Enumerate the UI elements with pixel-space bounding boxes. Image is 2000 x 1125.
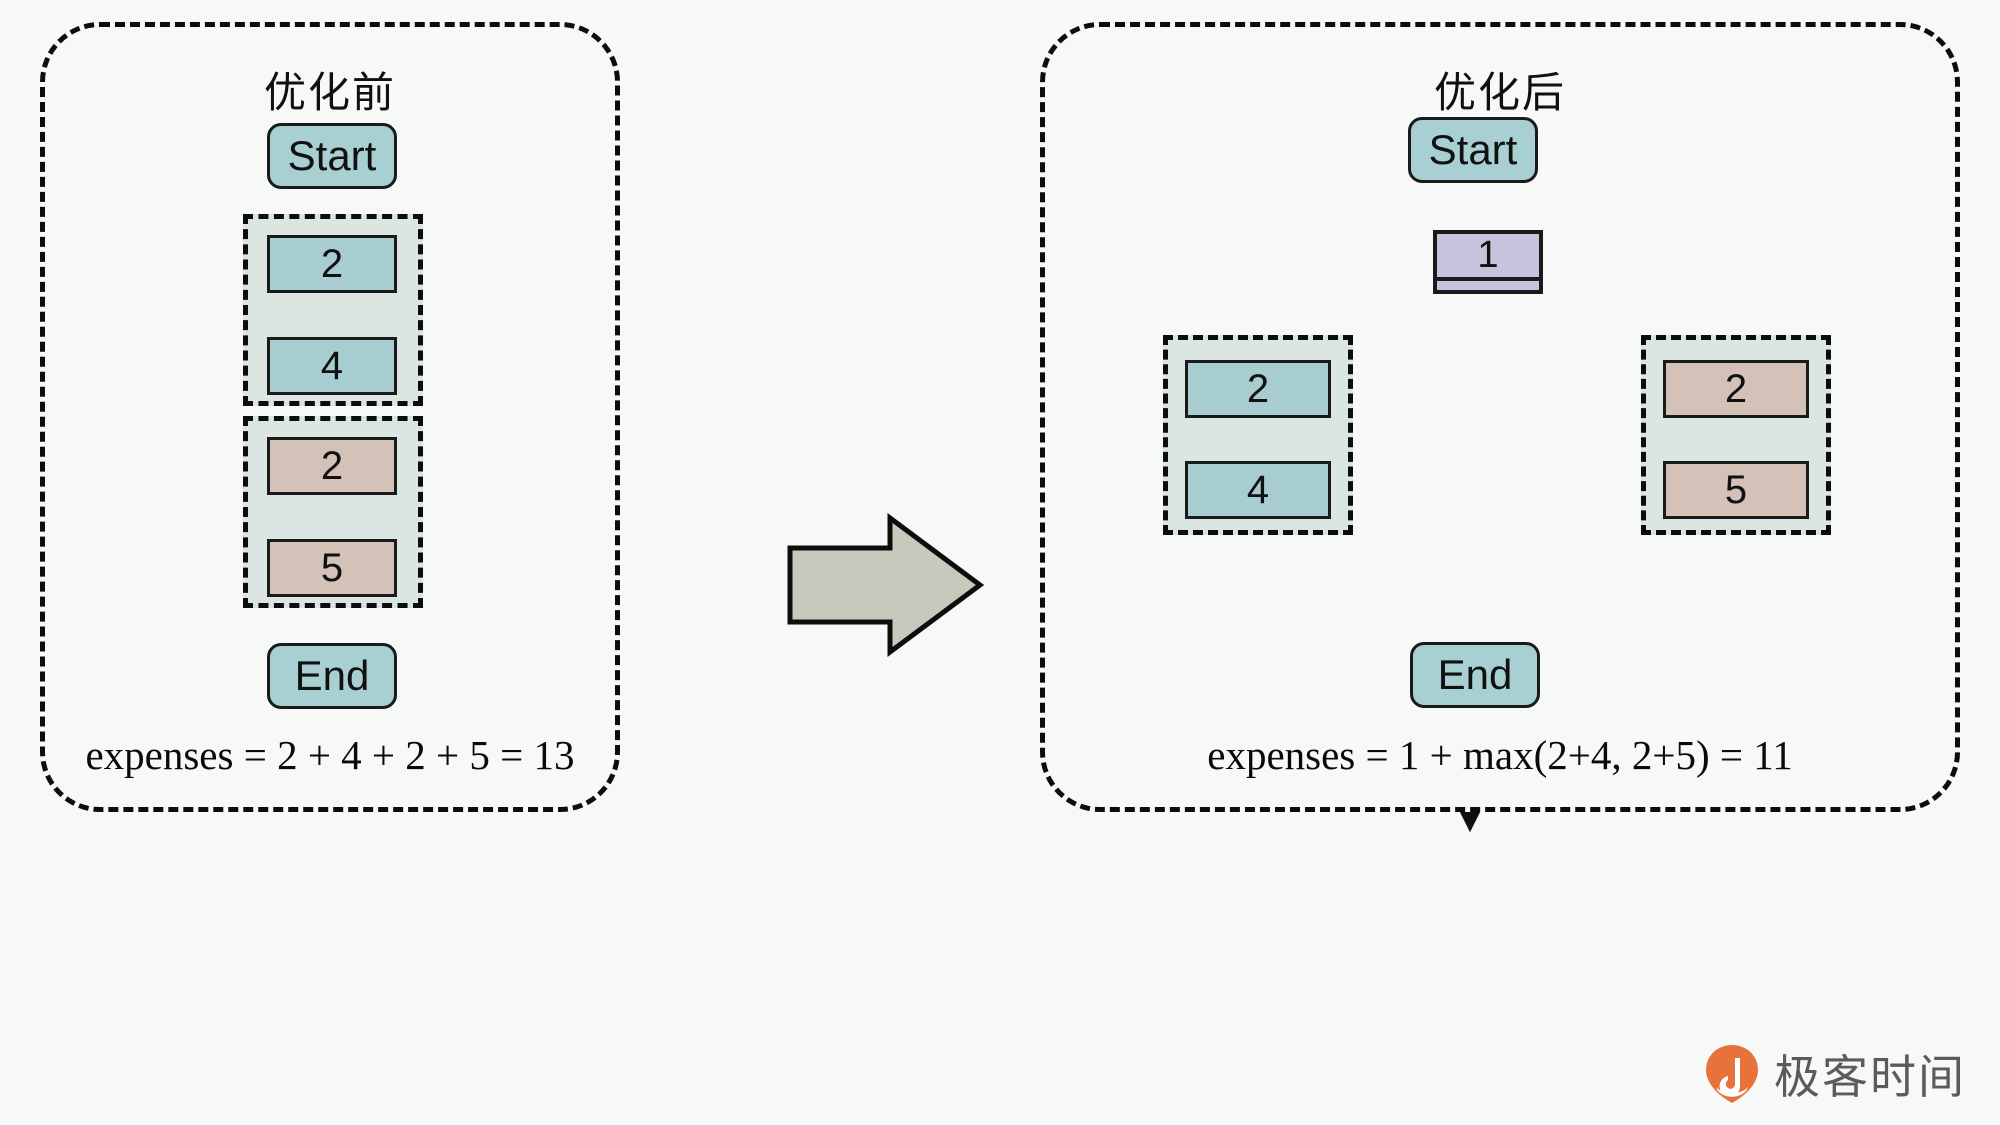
node-before-g0-0[interactable]: 2 (267, 235, 397, 293)
node-fork-lower-half (1437, 281, 1539, 290)
watermark-text: 极客时间 (1774, 1050, 1966, 1104)
node-end-before[interactable]: End (267, 643, 397, 709)
node-before-g0-1[interactable]: 4 (267, 337, 397, 395)
panel-before-optimization: 优化前 Start 2 4 2 5 End expenses = 2 + 4 +… (40, 22, 620, 812)
formula-after: expenses = 1 + max(2+4, 2+5) = 11 (1207, 732, 1793, 778)
node-before-g1-0[interactable]: 2 (267, 437, 397, 495)
watermark: 极客时间 (1704, 1041, 1966, 1107)
geektime-logo-icon (1706, 1045, 1758, 1103)
node-end-after[interactable]: End (1410, 642, 1540, 708)
panel-before-title: 优化前 (263, 68, 396, 117)
node-after-bl-1[interactable]: 4 (1185, 461, 1331, 519)
node-after-br-1[interactable]: 5 (1663, 461, 1809, 519)
node-after-br-0[interactable]: 2 (1663, 360, 1809, 418)
node-start-after[interactable]: Start (1408, 117, 1538, 183)
panel-after-optimization: 优化后 Start 1 2 4 2 5 End expenses = 1 + m… (1040, 22, 1960, 812)
node-after-bl-0[interactable]: 2 (1185, 360, 1331, 418)
node-before-g1-1[interactable]: 5 (267, 539, 397, 597)
formula-before: expenses = 2 + 4 + 2 + 5 = 13 (85, 732, 575, 778)
right-arrow-icon (787, 513, 985, 657)
node-fork-label: 1 (1437, 234, 1539, 281)
panel-after-title: 优化后 (1433, 68, 1566, 117)
node-fork-after[interactable]: 1 (1433, 230, 1543, 294)
node-start-before[interactable]: Start (267, 123, 397, 189)
